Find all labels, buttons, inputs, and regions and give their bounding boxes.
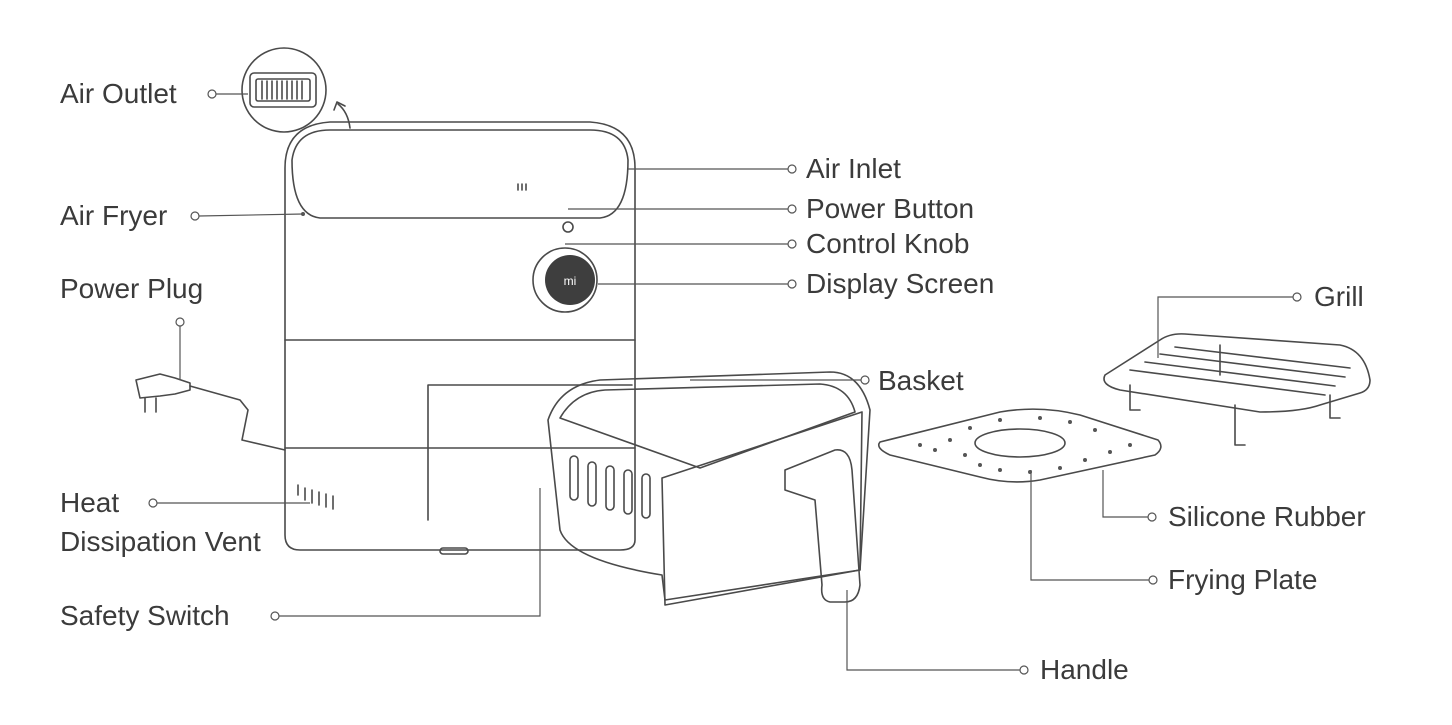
label-control-knob: Control Knob	[806, 228, 970, 259]
label-air-outlet: Air Outlet	[60, 78, 177, 109]
control-knob-icon	[532, 247, 598, 313]
label-grill: Grill	[1314, 281, 1364, 312]
label-heat-vent-line1: Heat	[60, 487, 120, 518]
leader-lines	[148, 89, 1302, 675]
label-power-button: Power Button	[806, 193, 975, 224]
label-air-inlet: Air Inlet	[806, 153, 901, 184]
label-heat-vent-line2: Dissipation Vent	[60, 526, 261, 557]
power-plug	[135, 373, 286, 451]
air-fryer-body: mi	[284, 121, 636, 555]
frying-plate	[877, 408, 1162, 483]
label-safety-switch: Safety Switch	[60, 600, 230, 631]
label-handle: Handle	[1040, 654, 1129, 685]
air-outlet-inset	[241, 47, 351, 133]
label-power-plug: Power Plug	[60, 273, 204, 304]
label-basket: Basket	[878, 365, 964, 396]
display-screen-icon	[545, 255, 595, 305]
label-display-screen: Display Screen	[806, 268, 995, 299]
grill	[1103, 333, 1371, 446]
label-silicone-rubber: Silicone Rubber	[1168, 501, 1366, 532]
label-frying-plate: Frying Plate	[1168, 564, 1318, 595]
basket	[547, 371, 871, 606]
svg-text:mi: mi	[564, 274, 577, 288]
power-button-icon	[562, 221, 574, 233]
label-air-fryer: Air Fryer	[60, 200, 168, 231]
